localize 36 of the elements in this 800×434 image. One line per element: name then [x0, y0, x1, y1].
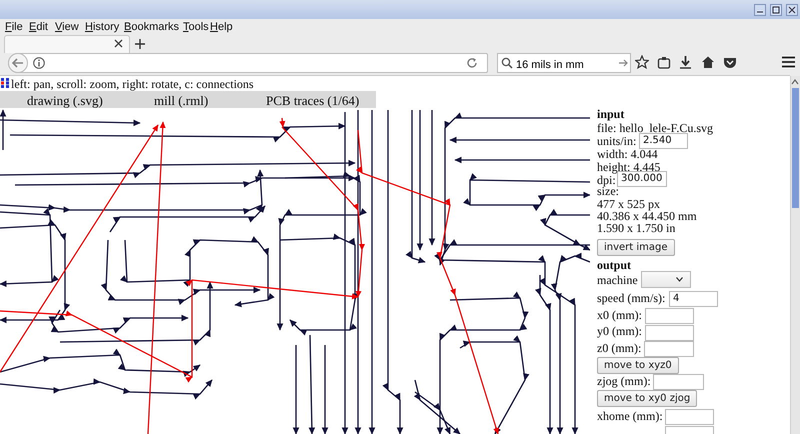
- panel-text: x0 (mm):: [597, 309, 642, 321]
- input-field: 300.000: [617, 171, 667, 187]
- panel-text: zjog (mm):: [597, 375, 651, 387]
- panel-text: machine: [597, 274, 638, 286]
- action-button: move to xy0 zjog: [597, 390, 698, 407]
- menu-item: File: [5, 21, 23, 33]
- panel-text: y0 (mm):: [597, 325, 642, 337]
- menu-item: Tools: [183, 21, 209, 33]
- panel-text: xhome (mm):: [597, 410, 663, 422]
- action-button: invert image: [597, 239, 675, 256]
- panel-text: 477 x 525 px: [597, 198, 660, 210]
- input-field: 2.540: [639, 133, 688, 149]
- panel-text: height: 4.445: [597, 161, 660, 173]
- panel-text: left: pan, scroll: zoom, right: rotate, c: connections: [11, 77, 254, 92]
- panel-text: speed (mm/s):: [597, 292, 666, 304]
- section-heading: input: [597, 108, 624, 120]
- panel-text: 40.386 x 44.450 mm: [597, 210, 697, 222]
- section-heading: output: [597, 259, 632, 271]
- panel-text: size:: [597, 185, 619, 197]
- panel-text: units/in:: [597, 135, 636, 147]
- panel-text: z0 (mm):: [597, 342, 642, 354]
- breadcrumb-link: mill (.rml): [154, 93, 208, 109]
- panel-text: width: 4.044: [597, 148, 658, 160]
- panel-text: dpi:: [597, 174, 616, 186]
- menu-item: View: [55, 21, 79, 33]
- panel-text: 1.590 x 1.750 in: [597, 222, 676, 234]
- menu-item: Bookmarks: [124, 21, 180, 33]
- panel-text: file: hello_lele-F.Cu.svg: [597, 122, 714, 134]
- breadcrumb-link: drawing (.svg): [27, 93, 103, 109]
- menu-item: Help: [210, 21, 233, 33]
- input-field: 4: [669, 291, 718, 307]
- breadcrumb-link: PCB traces (1/64): [266, 93, 360, 109]
- menu-item: Edit: [29, 21, 48, 33]
- search-query: 16 mils in mm: [516, 59, 584, 71]
- action-button: move to xyz0: [597, 357, 679, 374]
- menu-item: History: [85, 21, 120, 33]
